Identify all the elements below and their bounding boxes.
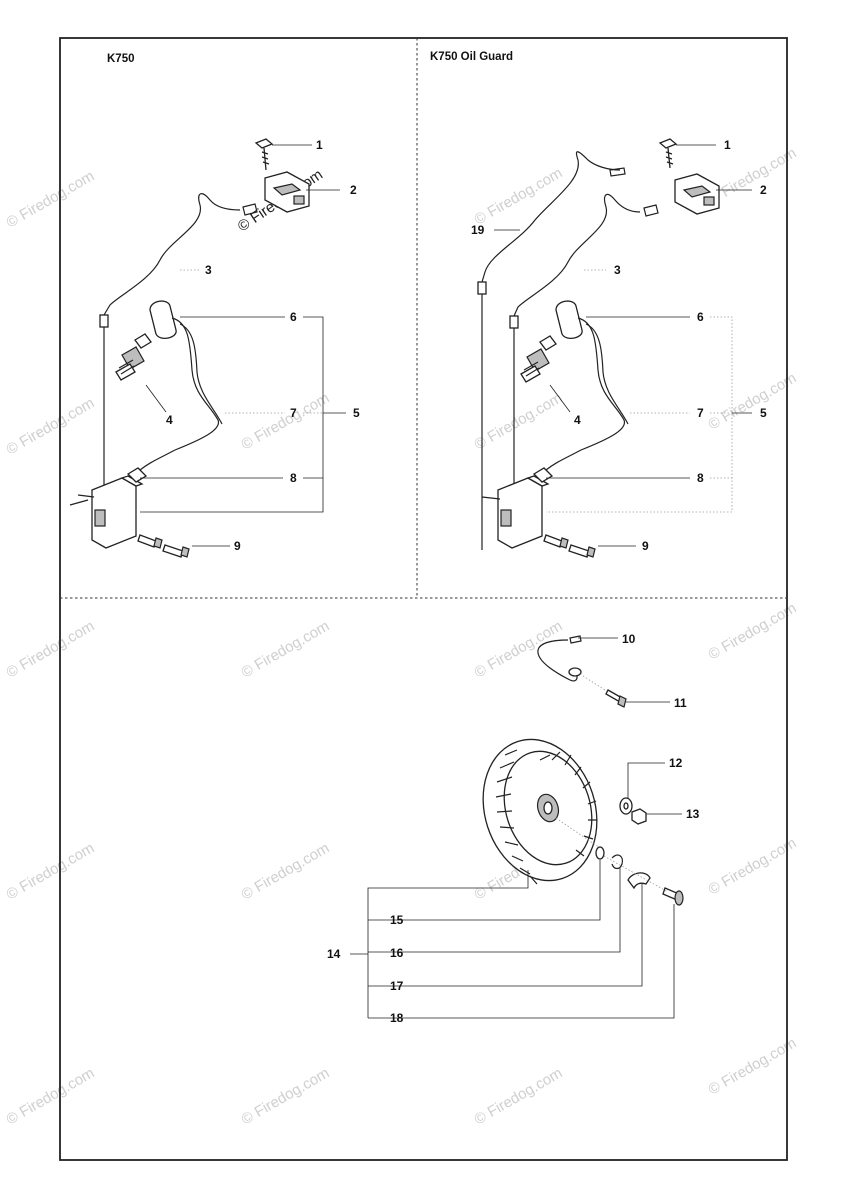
short-circuit-cable	[103, 193, 241, 316]
spark-plug	[520, 335, 557, 383]
watermark: © Firedog.com	[706, 369, 800, 433]
callout-label: 10	[622, 632, 636, 646]
callout-label: 11	[674, 696, 687, 710]
watermark: © Firedog.com	[4, 1064, 98, 1128]
coil-screws	[543, 534, 596, 558]
watermark: © Firedog.com	[4, 394, 98, 458]
watermark: © Firedog.com	[239, 617, 333, 681]
washer-and-nut	[619, 797, 647, 825]
watermark: © Firedog.com	[472, 617, 566, 681]
oil-guard-cable	[481, 151, 621, 283]
watermark: © Firedog.com	[239, 1064, 333, 1128]
callout-label: 5	[353, 406, 360, 420]
callout-label: 6	[290, 310, 297, 324]
left-panel-title: K750	[107, 53, 135, 65]
pawl-parts	[595, 846, 684, 906]
callout-label: 2	[760, 183, 767, 197]
switch-part	[264, 171, 310, 213]
callout-label: 4	[166, 413, 173, 427]
callout-label: 9	[642, 539, 649, 553]
spark-plug-boot	[545, 300, 629, 471]
callout-label: 14	[327, 947, 341, 961]
watermark: © Firedog.com	[706, 834, 800, 898]
callout-label: 18	[390, 1011, 404, 1025]
ignition-coil	[69, 467, 148, 549]
watermark: © Firedog.com	[239, 839, 333, 903]
right-panel-title: K750 Oil Guard	[430, 51, 513, 63]
spark-plug	[115, 333, 152, 381]
watermark: © Firedog.com	[239, 389, 333, 453]
watermark: © Firedog.com	[706, 1034, 800, 1098]
watermark: © Firedog.com	[4, 167, 98, 231]
callout-label: 19	[471, 223, 485, 237]
callout-label: 1	[316, 138, 323, 152]
callout-label: 9	[234, 539, 241, 553]
callout-label: 13	[686, 807, 700, 821]
watermark: © Firedog.com	[472, 1064, 566, 1128]
callout-label: 3	[205, 263, 212, 277]
short-circuit-cable	[513, 193, 641, 317]
ignition-coil	[481, 467, 554, 549]
callout-label: 7	[697, 406, 704, 420]
switch-part	[674, 173, 720, 215]
spark-plug-boot	[139, 300, 223, 471]
watermark: © Firedog.com	[472, 164, 566, 228]
callout-label: 7	[290, 406, 297, 420]
callout-label: 8	[290, 471, 297, 485]
watermark: © Firedog.com	[706, 599, 800, 663]
callout-label: 5	[760, 406, 767, 420]
flywheel	[482, 738, 598, 885]
watermark: © Firedog.com	[472, 389, 566, 453]
callout-label: 8	[697, 471, 704, 485]
callout-label: 6	[697, 310, 704, 324]
screw-part	[658, 138, 678, 169]
callout-label: 16	[390, 946, 404, 960]
callout-label: 2	[350, 183, 357, 197]
callout-label: 15	[390, 913, 404, 927]
diagram-frame	[59, 37, 788, 1161]
callout-label: 1	[724, 138, 731, 152]
callout-label: 3	[614, 263, 621, 277]
watermark: © Firedog.com	[4, 617, 98, 681]
coil-screws	[137, 534, 190, 558]
flywheel-assembly: 10 11 12 13 14 15 16 17 18	[327, 632, 700, 1025]
callout-label: 4	[574, 413, 581, 427]
watermark: © Firedog.com	[4, 839, 98, 903]
callout-label: 17	[390, 979, 404, 993]
left-ignition-assembly: 1 2 3 4 5 6 7 8 9	[69, 138, 360, 558]
right-ignition-assembly: 1 2 3 4 5 6 7 8 9 19	[471, 138, 767, 558]
callout-label: 12	[669, 756, 683, 770]
screw-part	[254, 138, 274, 171]
ground-cable	[537, 635, 627, 708]
